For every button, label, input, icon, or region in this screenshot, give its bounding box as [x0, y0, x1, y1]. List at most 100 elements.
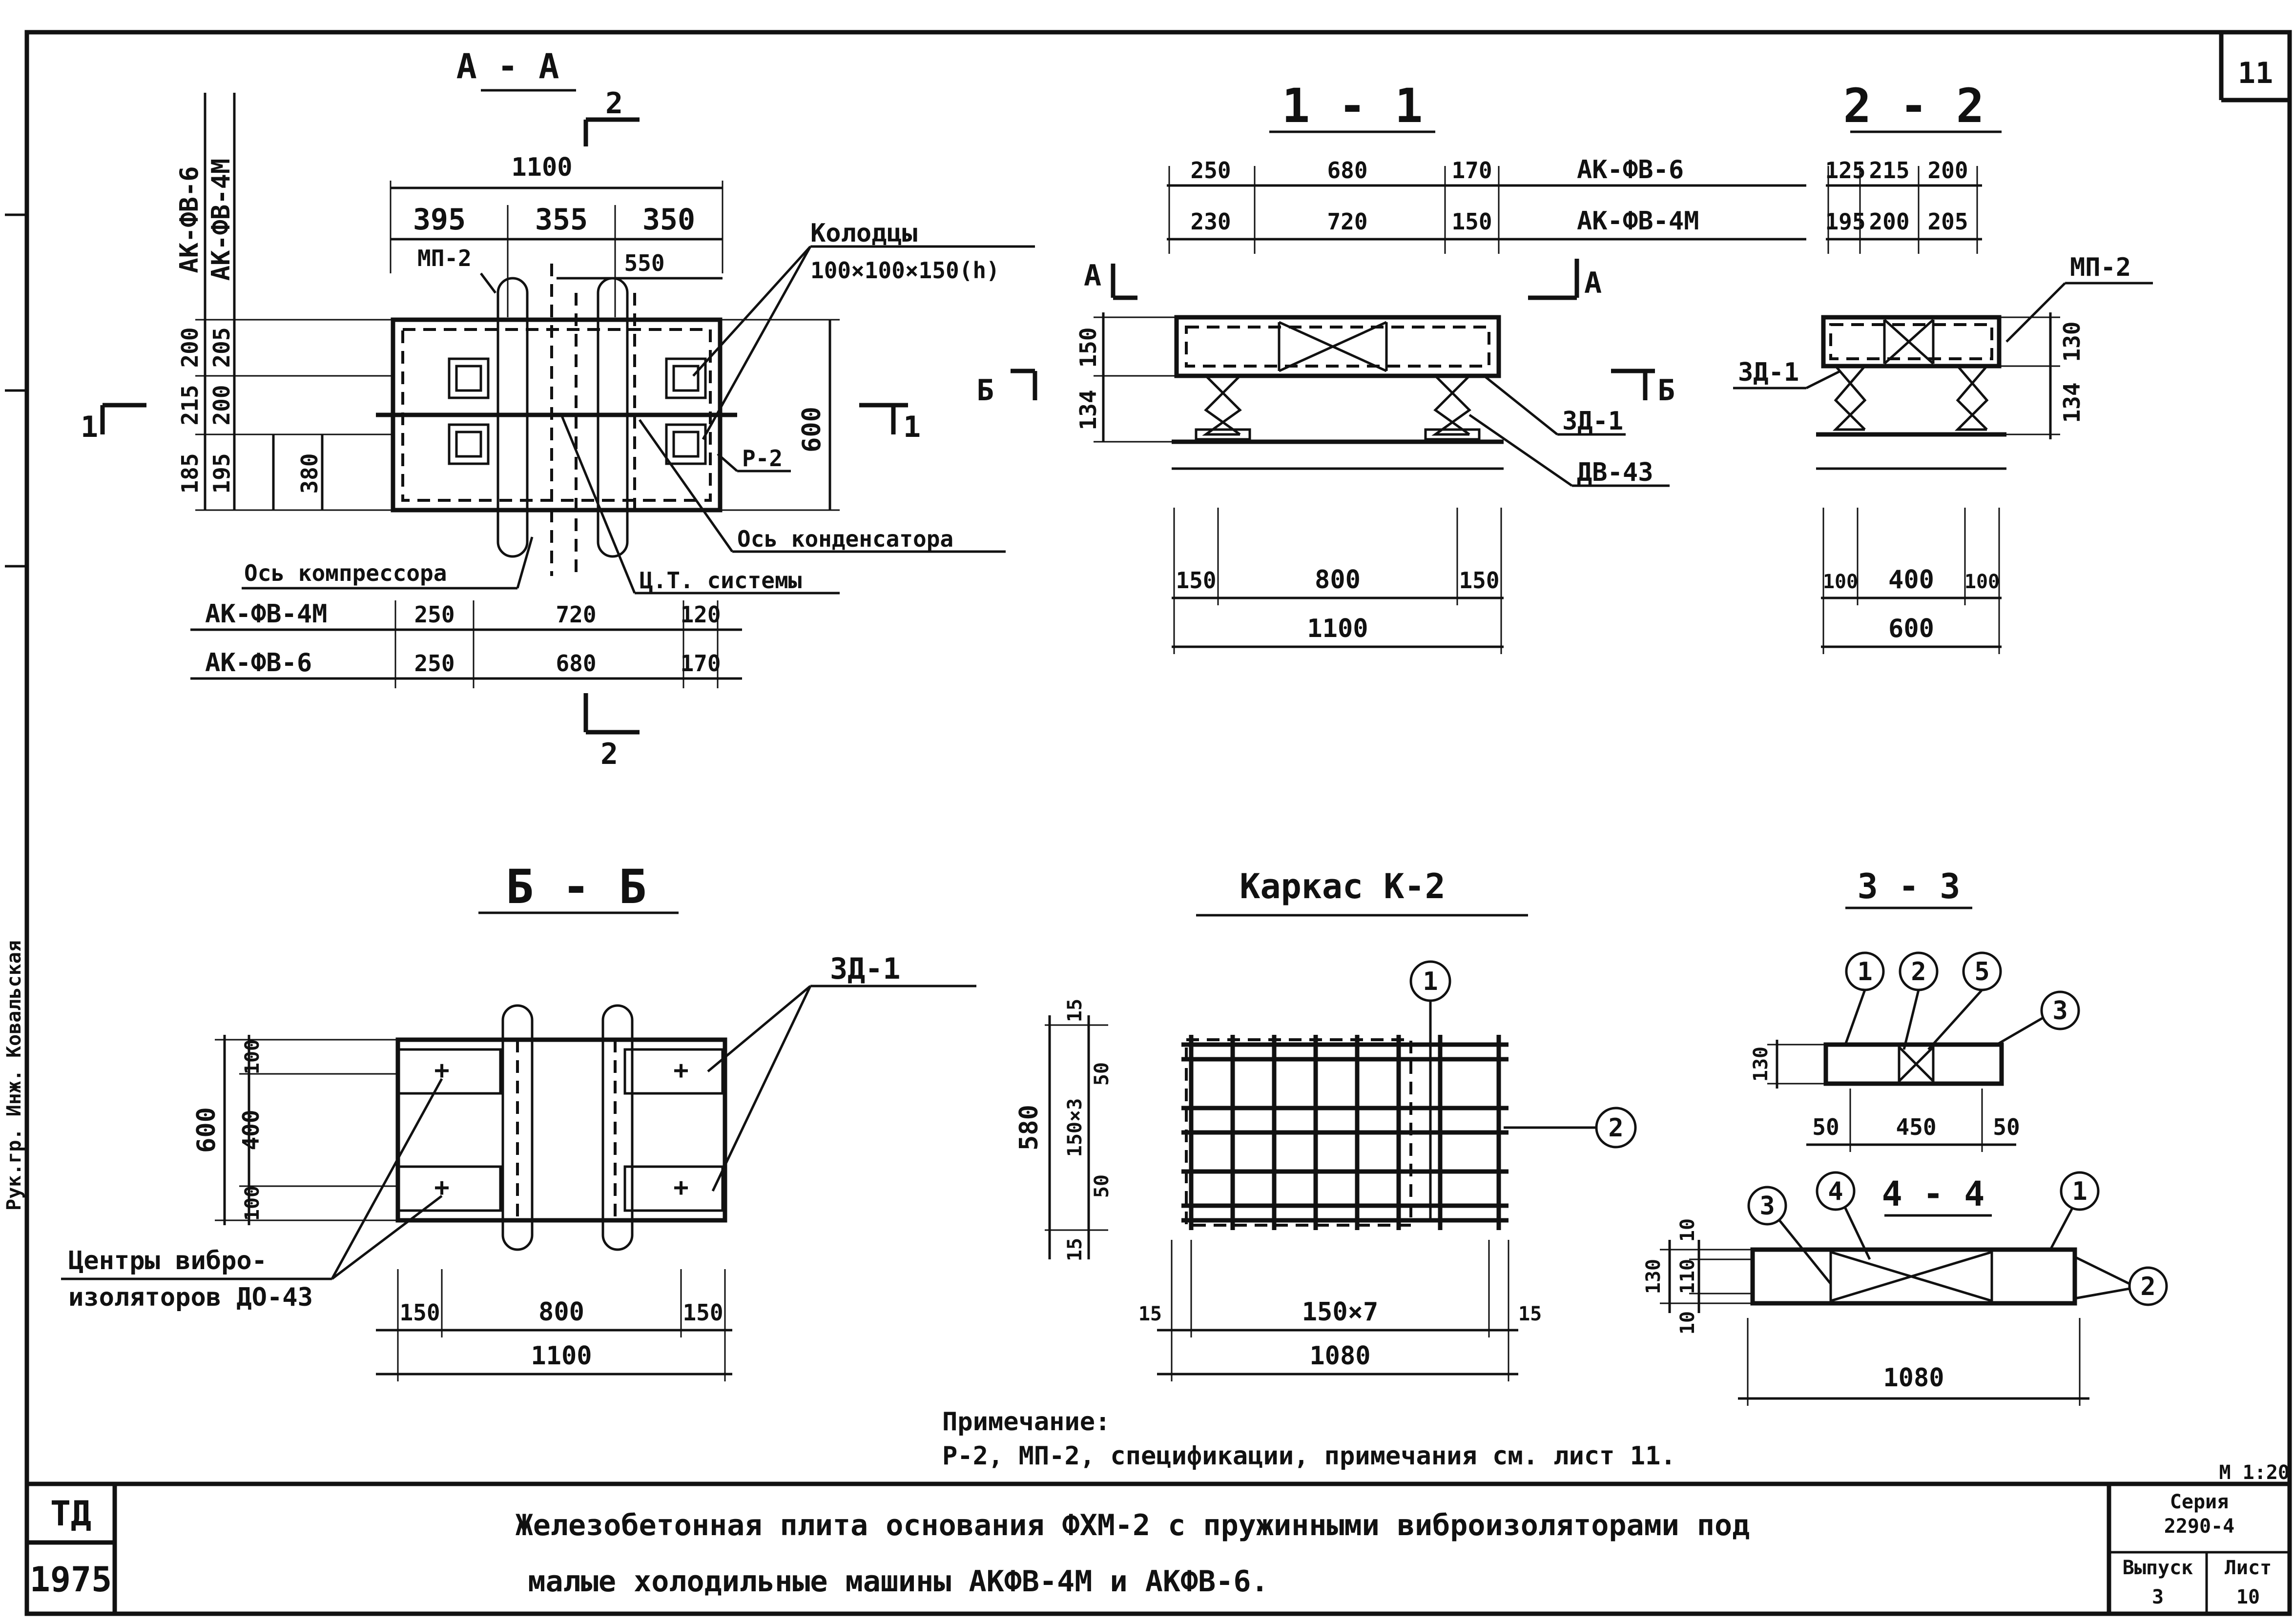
s22-bot-0: 195 — [1825, 208, 1865, 235]
a-a-dim-550: 550 — [624, 250, 664, 276]
cut-1-right-label: 1 — [903, 410, 921, 444]
s11-bot-label: АК-ФВ-4М — [1577, 206, 1699, 236]
s11-cut-a-left: А — [1084, 259, 1101, 293]
section-1-1: 1 - 1 250 680 170 АК-ФВ-6 230 720 150 АК… — [976, 79, 1806, 654]
b-b-bdim-1: 800 — [538, 1297, 584, 1327]
b-b-centers-label-1: Центры вибро- — [68, 1246, 267, 1275]
b-b-bdim-total: 1100 — [531, 1341, 592, 1371]
note-text: Р-2, МП-2, спецификации, примечания см. … — [942, 1441, 1676, 1471]
margin-stamp: Рук.гр. Инж. Ковальская — [3, 940, 25, 1211]
a-a-center-system: Ц.Т. системы — [640, 567, 802, 594]
issue-label: Выпуск — [2123, 1557, 2193, 1579]
title-block: ТД 1975 Железобетонная плита основания Ф… — [27, 1461, 2290, 1614]
k2-bdim-total: 1080 — [1309, 1341, 1370, 1371]
k2-callout-2: 2 — [1608, 1113, 1623, 1143]
a-a-table-1-2: 170 — [680, 650, 721, 677]
s22-label-zd1: ЗД-1 — [1738, 358, 1799, 387]
title-block-year: 1975 — [30, 1560, 112, 1600]
a-a-label-mp2: МП-2 — [417, 245, 472, 271]
s11-top-1: 680 — [1327, 157, 1367, 184]
sheet-value: 10 — [2236, 1586, 2260, 1608]
s11-bot-2: 150 — [1451, 208, 1492, 235]
b-b-vdim-600: 600 — [192, 1107, 221, 1153]
a-a-vdim-195: 195 — [208, 453, 235, 493]
title-line-1: Железобетонная плита основания ФХМ-2 с п… — [516, 1508, 1750, 1542]
a-a-vdim-200b: 200 — [208, 385, 235, 425]
a-a-lifting-loop-right — [597, 277, 629, 558]
s11-bdim-total: 1100 — [1307, 614, 1368, 643]
view-b-b: Б - Б + + + + 600 100 400 100 ЗД-1 Центр… — [61, 860, 976, 1381]
a-a-vert-label-akfv4m: АК-ФВ-4М — [207, 159, 236, 281]
s33-callout-5: 5 — [1974, 957, 1989, 987]
section-4-4: 4 - 4 3 4 1 2 130 10 110 10 1080 — [1642, 1171, 2168, 1406]
k2-bdim-0: 15 — [1138, 1303, 1162, 1325]
svg-text:+: + — [434, 1173, 449, 1202]
a-a-vert-label-akfv6: АК-ФВ-6 — [175, 166, 204, 273]
b-b-vdim-2: 100 — [241, 1186, 264, 1221]
b-b-bdim-0: 150 — [399, 1299, 440, 1326]
s11-label-do43: ДВ-43 — [1577, 458, 1653, 487]
a-a-dim-395: 395 — [413, 203, 466, 237]
a-a-axis-compressor: Ось компрессора — [244, 560, 447, 586]
section-3-3: 3 - 3 1 2 5 3 130 50 450 50 — [1750, 866, 2080, 1152]
s33-bdim-0: 50 — [1812, 1114, 1839, 1140]
note-heading: Примечание: — [942, 1407, 1110, 1437]
a-a-table-label-0: АК-ФВ-4М — [205, 599, 327, 629]
view-b-b-title: Б - Б — [506, 860, 647, 914]
s33-callout-2: 2 — [1911, 957, 1926, 987]
s22-top-0: 125 — [1825, 157, 1865, 184]
s11-bdim-2: 150 — [1459, 567, 1499, 594]
a-a-dim-355: 355 — [535, 203, 588, 237]
s44-vdim-1: 110 — [1676, 1259, 1699, 1294]
section-1-1-title: 1 - 1 — [1282, 79, 1423, 133]
a-a-lifting-loop-left — [496, 277, 529, 558]
sheet-label: Лист — [2225, 1557, 2272, 1579]
a-a-table-0-0: 250 — [414, 601, 455, 628]
s22-bdim-2: 100 — [1964, 571, 2000, 593]
s11-bdim-1: 800 — [1315, 565, 1361, 595]
a-a-vdim-200: 200 — [177, 327, 203, 368]
s11-cut-b-right: Б — [1657, 373, 1675, 408]
s22-top-2: 200 — [1927, 157, 1968, 184]
section-4-4-title: 4 - 4 — [1882, 1174, 1985, 1214]
svg-text:+: + — [673, 1056, 688, 1085]
a-a-axis-condenser: Ось конденсатора — [737, 526, 953, 552]
a-a-vdim-380: 380 — [296, 453, 323, 493]
s11-cut-a-right: А — [1584, 266, 1602, 300]
k2-vdim-0: 15 — [1064, 999, 1086, 1022]
s22-bdim-total: 600 — [1888, 614, 1934, 643]
b-b-label-zd1: ЗД-1 — [830, 952, 901, 986]
s44-callout-3: 3 — [1759, 1192, 1775, 1221]
s22-top-1: 215 — [1869, 157, 1909, 184]
s11-vdim-134: 134 — [1075, 390, 1101, 430]
s22-vdim-134: 134 — [2059, 382, 2085, 423]
a-a-label-r2: Р-2 — [742, 445, 783, 472]
a-a-wells-size: 100×100×150(h) — [810, 257, 1000, 284]
a-a-dim-600: 600 — [797, 407, 827, 452]
s11-label-zd1: ЗД-1 — [1562, 407, 1623, 436]
s22-bot-2: 205 — [1927, 208, 1968, 235]
a-a-table-0-1: 720 — [556, 601, 596, 628]
k2-vdim-1: 50 — [1091, 1062, 1113, 1086]
s11-top-2: 170 — [1451, 157, 1492, 184]
sheet-frame: 11 Рук.гр. Инж. Ковальская — [3, 30, 2292, 1616]
note-block: Примечание: Р-2, МП-2, спецификации, при… — [942, 1407, 1676, 1471]
a-a-vdim-205: 205 — [208, 327, 235, 368]
a-a-label-wells: Колодцы — [810, 219, 917, 248]
series-label: Серия — [2170, 1491, 2229, 1513]
frame-k2-title: Каркас К-2 — [1240, 866, 1445, 906]
s11-top-label: АК-ФВ-6 — [1577, 155, 1684, 185]
title-block-scale: М 1:20 — [2219, 1461, 2290, 1484]
a-a-table-1-1: 680 — [556, 650, 596, 677]
s44-vdim-0: 10 — [1676, 1218, 1699, 1242]
s22-bdim-0: 100 — [1823, 571, 1858, 593]
a-a-table-label-1: АК-ФВ-6 — [205, 648, 312, 678]
s11-bdim-0: 150 — [1176, 567, 1216, 594]
s22-bot-1: 200 — [1869, 208, 1909, 235]
s11-bot-1: 720 — [1327, 208, 1367, 235]
s22-bdim-1: 400 — [1888, 565, 1934, 595]
k2-vdim-2: 150×3 — [1064, 1098, 1086, 1157]
k2-vdim-4: 15 — [1064, 1238, 1086, 1261]
